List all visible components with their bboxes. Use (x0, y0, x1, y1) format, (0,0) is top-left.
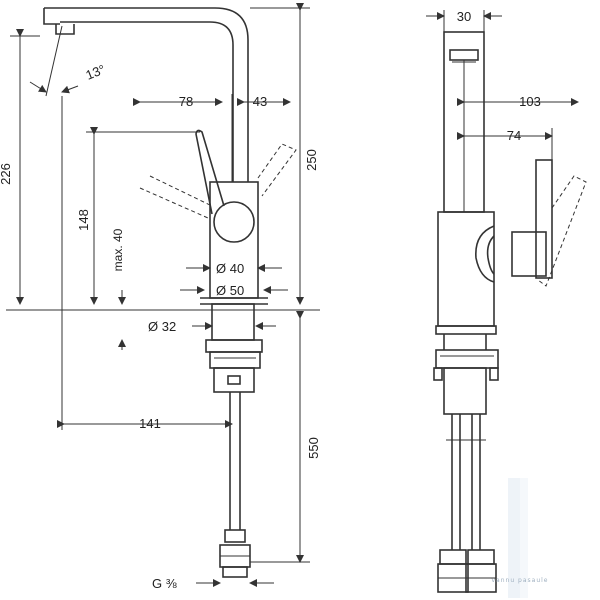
front-view: 226 250 148 max. 40 13° 78 43 Ø 40 Ø 50 (0, 3, 321, 591)
spout-nozzle (43, 8, 60, 25)
faucet-body (209, 181, 259, 299)
dim-front-reach: 141 (139, 416, 161, 431)
side-view: 30 103 74 (426, 9, 587, 593)
dim-total-height: 250 (304, 149, 319, 171)
dim-body-diameter: Ø 40 (216, 261, 244, 276)
lever-handle (195, 129, 225, 215)
lever-hub (213, 201, 255, 243)
dim-max-deck: max. 40 (111, 228, 125, 271)
side-lever (535, 159, 553, 279)
watermark: vannu pasaule (492, 478, 549, 598)
spout-inner (60, 21, 234, 182)
dim-side-reach-inner: 74 (507, 128, 521, 143)
dim-hose-length: 550 (306, 437, 321, 459)
dim-lever-height: 148 (76, 209, 91, 231)
dim-lever-reach: 78 (179, 94, 193, 109)
dim-hole-diameter: Ø 32 (148, 319, 176, 334)
dim-thread: G ⅜ (152, 576, 177, 591)
watermark-text: vannu pasaule (492, 577, 549, 584)
dim-side-reach: 103 (519, 94, 541, 109)
side-body (437, 211, 495, 327)
dim-spout-angle: 13° (84, 62, 108, 83)
dim-base-diameter: Ø 50 (216, 283, 244, 298)
dim-lever-offset: 43 (253, 94, 267, 109)
dim-spout-height: 226 (0, 163, 13, 185)
spout-outer (44, 7, 249, 182)
dim-spout-width: 30 (457, 9, 471, 24)
